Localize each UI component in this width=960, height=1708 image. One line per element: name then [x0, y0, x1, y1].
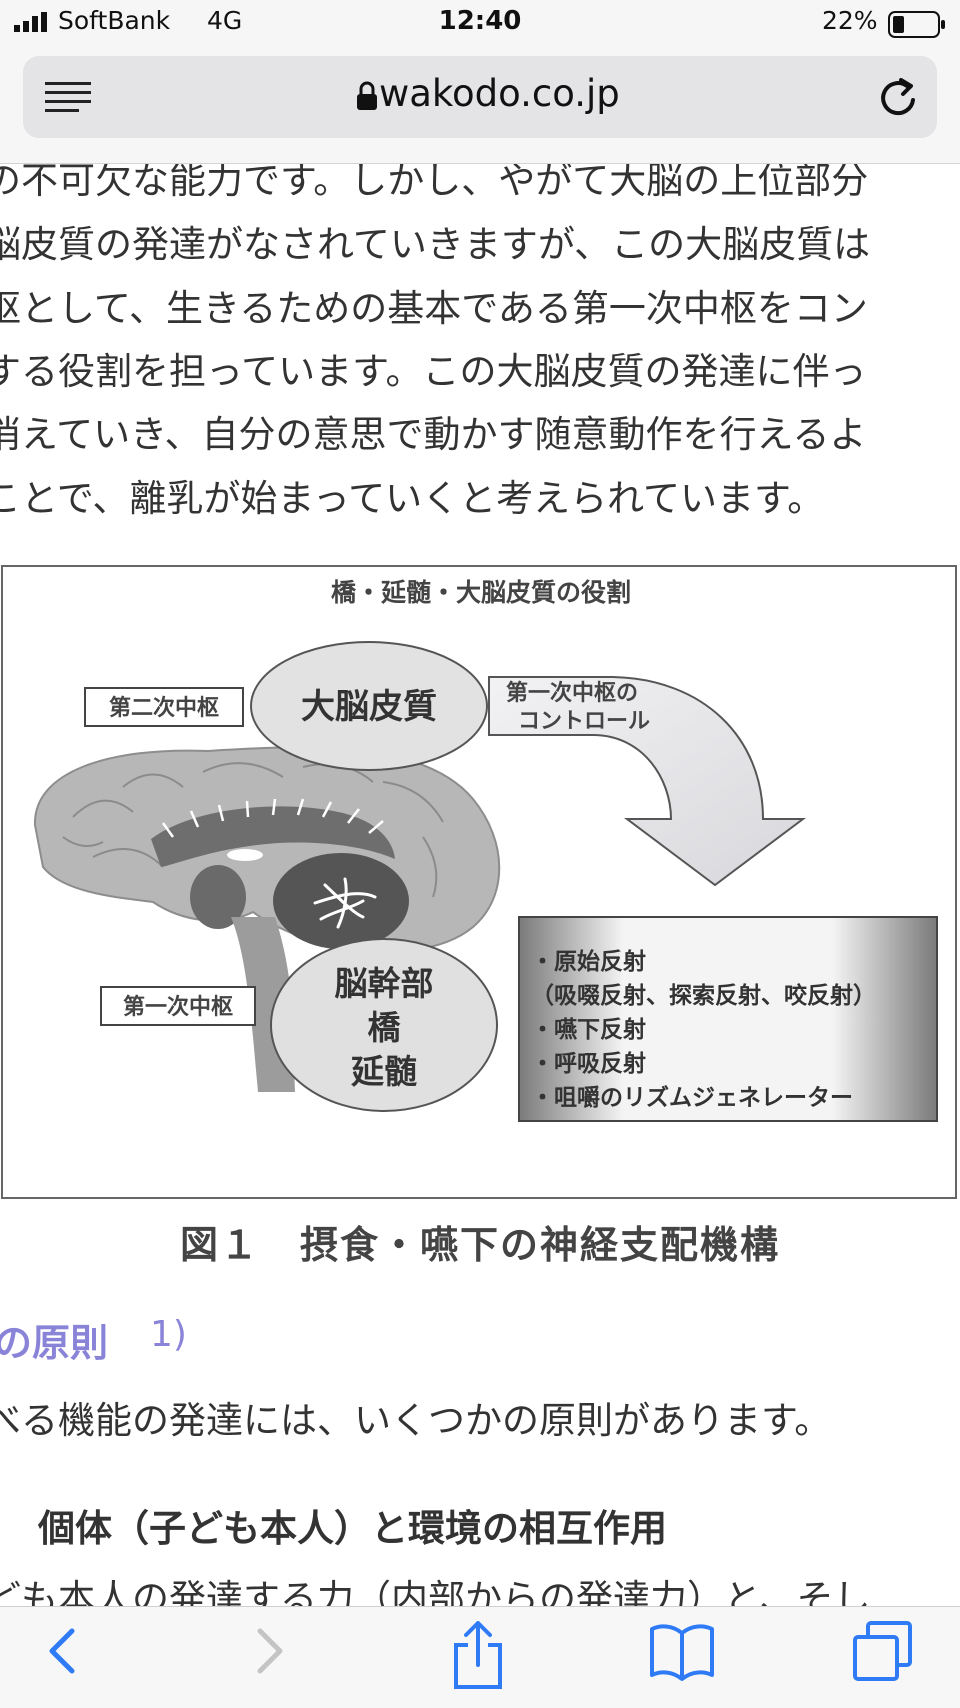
- figure-neural-control: 橋・延髄・大脳皮質の役割: [1, 565, 957, 1199]
- figure-title: 橋・延髄・大脳皮質の役割: [331, 578, 631, 607]
- sub-body: ども本人の発達する力（内部からの発達力）と、そし: [0, 1577, 871, 1606]
- arrow-text-2: コントロール: [518, 709, 650, 734]
- article-content: の不可欠な能力です。しかし、やがて大脳の上位部分 脳皮質の発達がなされていきます…: [0, 164, 960, 1606]
- battery-icon: [888, 11, 945, 38]
- label-secondary-center: 第二次中枢: [109, 695, 219, 721]
- bookmarks-icon[interactable]: [650, 1621, 714, 1681]
- intro-line: 脳皮質の発達がなされていきますが、この大脳皮質は: [0, 223, 871, 266]
- label-primary-center: 第一次中枢: [123, 994, 233, 1020]
- section-body: べる機能の発達には、いくつかの原則があります。: [0, 1399, 832, 1442]
- network-type: 4G: [207, 6, 243, 35]
- carrier-name: SoftBank: [58, 6, 171, 35]
- reflex-item: ・原始反射: [531, 948, 646, 975]
- clock: 12:40: [438, 6, 522, 36]
- section-heading: の原則: [0, 1321, 109, 1365]
- browser-toolbar: [0, 1606, 960, 1708]
- forward-icon[interactable]: [250, 1621, 290, 1681]
- figure-caption: 図１ 摂食・嚥下の神経支配機構: [179, 1223, 780, 1267]
- reflex-item: ・嚥下反射: [531, 1016, 646, 1043]
- brainstem-label-2: 橋: [368, 1008, 402, 1047]
- url-text: wakodo.co.jp: [379, 72, 620, 115]
- sub-heading: 個体（子ども本人）と環境の相互作用: [38, 1507, 667, 1550]
- address-bar[interactable]: wakodo.co.jp: [23, 56, 937, 138]
- intro-line: ことで、離乳が始まっていくと考えられています。: [0, 477, 825, 520]
- cortex-ellipse: [250, 641, 488, 771]
- brainstem-label-3: 延髄: [351, 1052, 417, 1091]
- reader-menu-icon[interactable]: [45, 80, 91, 114]
- intro-line: する役割を担っています。この大脳皮質の発達に伴っ: [0, 350, 867, 393]
- browser-address-area: wakodo.co.jp: [0, 50, 960, 164]
- battery-percent: 22%: [822, 6, 878, 35]
- signal-icon: [14, 12, 47, 32]
- cortex-label: 大脳皮質: [301, 687, 437, 727]
- brainstem-ellipse: [270, 938, 498, 1112]
- intro-line: 消えていき、自分の意思で動かす随意動作を行えるよ: [0, 413, 867, 456]
- reference-link[interactable]: 1): [150, 1314, 187, 1355]
- share-icon[interactable]: [452, 1621, 504, 1691]
- brainstem-label-1: 脳幹部: [335, 964, 434, 1003]
- back-icon[interactable]: [42, 1621, 82, 1681]
- intro-line: 枢として、生きるための基本である第一次中枢をコン: [0, 287, 868, 330]
- arrow-text-1: 第一次中枢の: [506, 680, 638, 706]
- reflex-box: [518, 916, 938, 1122]
- tabs-icon[interactable]: [852, 1621, 914, 1683]
- control-arrow: [488, 676, 806, 887]
- status-bar: SoftBank 4G 12:40 22%: [0, 0, 960, 50]
- reflex-item: （吸啜反射、探索反射、咬反射）: [531, 982, 876, 1009]
- reflex-item: ・咀嚼のリズムジェネレーター: [531, 1084, 853, 1111]
- intro-line: の不可欠な能力です。しかし、やがて大脳の上位部分: [0, 164, 869, 202]
- lock-icon: [357, 81, 377, 110]
- reflex-item: ・呼吸反射: [531, 1050, 646, 1077]
- reload-icon[interactable]: [879, 76, 919, 118]
